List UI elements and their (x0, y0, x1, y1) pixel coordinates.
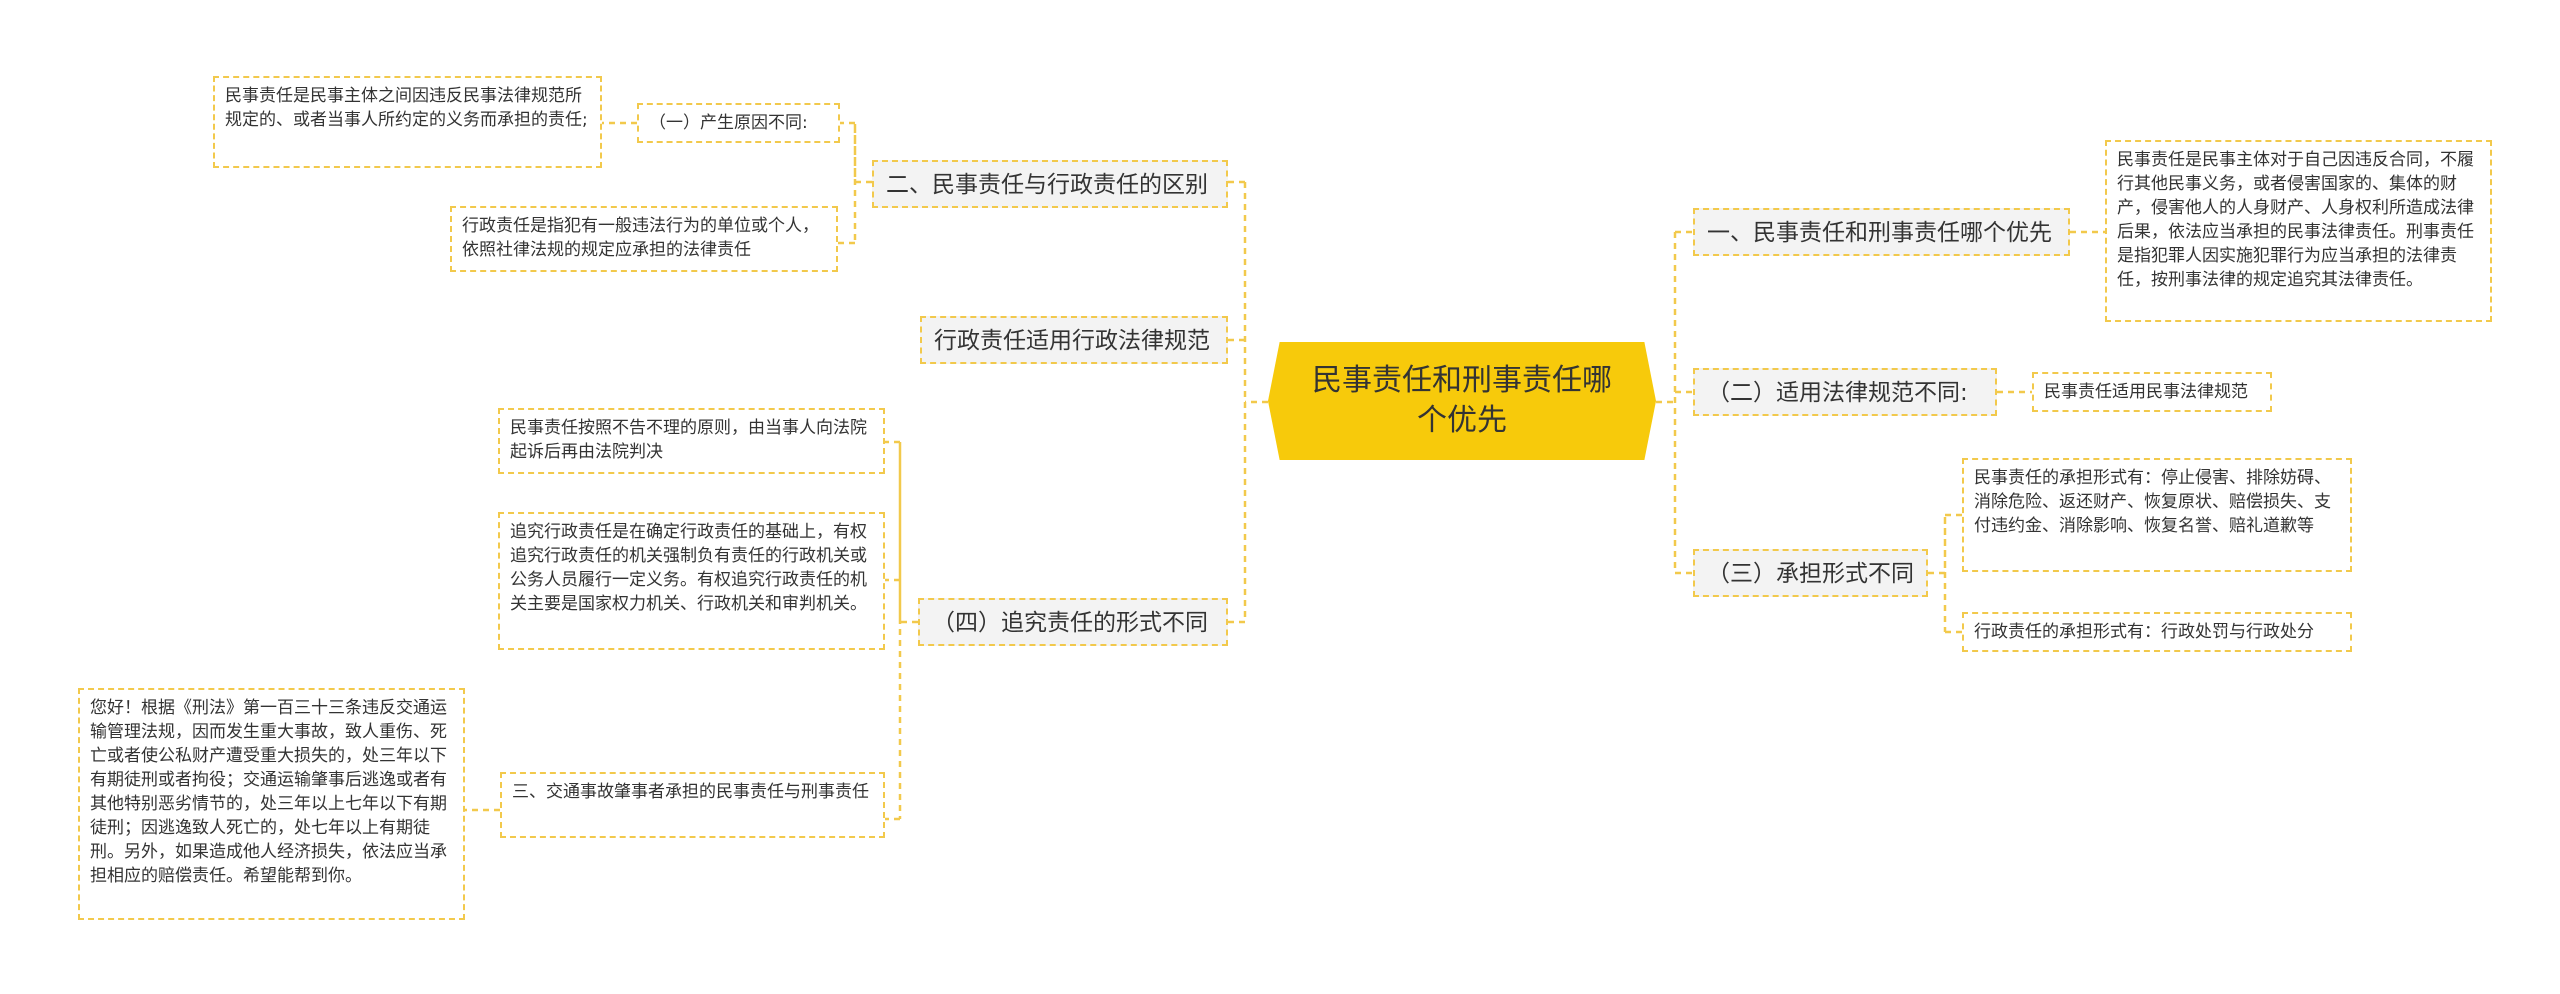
branch-label: 行政责任适用行政法律规范 (934, 328, 1210, 354)
leaf-text: 您好！根据《刑法》第一百三十三条违反交通运输管理法规，因而发生重大事故，致人重伤… (90, 698, 447, 886)
leaf-civil-law-norm[interactable]: 民事责任适用民事法律规范 (2032, 372, 2272, 412)
leaf-admin-pursuit[interactable]: 追究行政责任是在确定行政责任的基础上，有权追究行政责任的机关强制负有责任的行政机… (498, 512, 885, 650)
leaf-civil-forms[interactable]: 民事责任的承担形式有：停止侵害、排除妨碍、消除危险、返还财产、恢复原状、赔偿损失… (1962, 458, 2352, 572)
topic-cause-diff[interactable]: （一）产生原因不同: (637, 103, 840, 143)
leaf-criminal-law-answer[interactable]: 您好！根据《刑法》第一百三十三条违反交通运输管理法规，因而发生重大事故，致人重伤… (78, 688, 465, 920)
branch-priority[interactable]: 一、民事责任和刑事责任哪个优先 (1693, 208, 2070, 256)
branch-admin-law[interactable]: 行政责任适用行政法律规范 (920, 316, 1228, 364)
branch-label: （三）承担形式不同 (1707, 561, 1914, 587)
leaf-text: 行政责任的承担形式有：行政处罚与行政处分 (1974, 622, 2314, 642)
root-topic[interactable]: 民事责任和刑事责任哪个优先 (1268, 342, 1656, 460)
leaf-text: 民事责任适用民事法律规范 (2044, 382, 2248, 402)
leaf-civil-pursuit[interactable]: 民事责任按照不告不理的原则，由当事人向法院起诉后再由法院判决 (498, 408, 885, 474)
leaf-text: 民事责任的承担形式有：停止侵害、排除妨碍、消除危险、返还财产、恢复原状、赔偿损失… (1974, 468, 2331, 536)
branch-bearing-form[interactable]: （三）承担形式不同 (1693, 549, 1928, 597)
topic-traffic-accident[interactable]: 三、交通事故肇事者承担的民事责任与刑事责任 (500, 772, 885, 838)
leaf-text: 追究行政责任是在确定行政责任的基础上，有权追究行政责任的机关强制负有责任的行政机… (510, 522, 867, 614)
leaf-text: 民事责任按照不告不理的原则，由当事人向法院起诉后再由法院判决 (510, 418, 867, 462)
topic-label: （一）产生原因不同: (649, 113, 808, 133)
leaf-admin-forms[interactable]: 行政责任的承担形式有：行政处罚与行政处分 (1962, 612, 2352, 652)
branch-civil-vs-admin[interactable]: 二、民事责任与行政责任的区别 (872, 160, 1228, 208)
leaf-text: 民事责任是民事主体之间因违反民事法律规范所规定的、或者当事人所约定的义务而承担的… (225, 86, 588, 130)
leaf-civil-def[interactable]: 民事责任是民事主体之间因违反民事法律规范所规定的、或者当事人所约定的义务而承担的… (213, 76, 602, 168)
branch-label: （四）追究责任的形式不同 (932, 610, 1208, 636)
branch-label: 一、民事责任和刑事责任哪个优先 (1707, 220, 2052, 246)
branch-label: （二）适用法律规范不同: (1707, 380, 1968, 406)
branch-pursuit-form[interactable]: （四）追究责任的形式不同 (918, 598, 1228, 646)
branch-law-norm[interactable]: （二）适用法律规范不同: (1693, 368, 1997, 416)
leaf-civil-criminal-def[interactable]: 民事责任是民事主体对于自己因违反合同，不履行其他民事义务，或者侵害国家的、集体的… (2105, 140, 2492, 322)
leaf-text: 行政责任是指犯有一般违法行为的单位或个人，依照社律法规的规定应承担的法律责任 (462, 216, 819, 260)
branch-label: 二、民事责任与行政责任的区别 (886, 172, 1208, 198)
root-title: 民事责任和刑事责任哪个优先 (1312, 363, 1612, 438)
leaf-admin-def[interactable]: 行政责任是指犯有一般违法行为的单位或个人，依照社律法规的规定应承担的法律责任 (450, 206, 838, 272)
leaf-text: 民事责任是民事主体对于自己因违反合同，不履行其他民事义务，或者侵害国家的、集体的… (2117, 150, 2474, 290)
topic-label: 三、交通事故肇事者承担的民事责任与刑事责任 (512, 782, 869, 802)
